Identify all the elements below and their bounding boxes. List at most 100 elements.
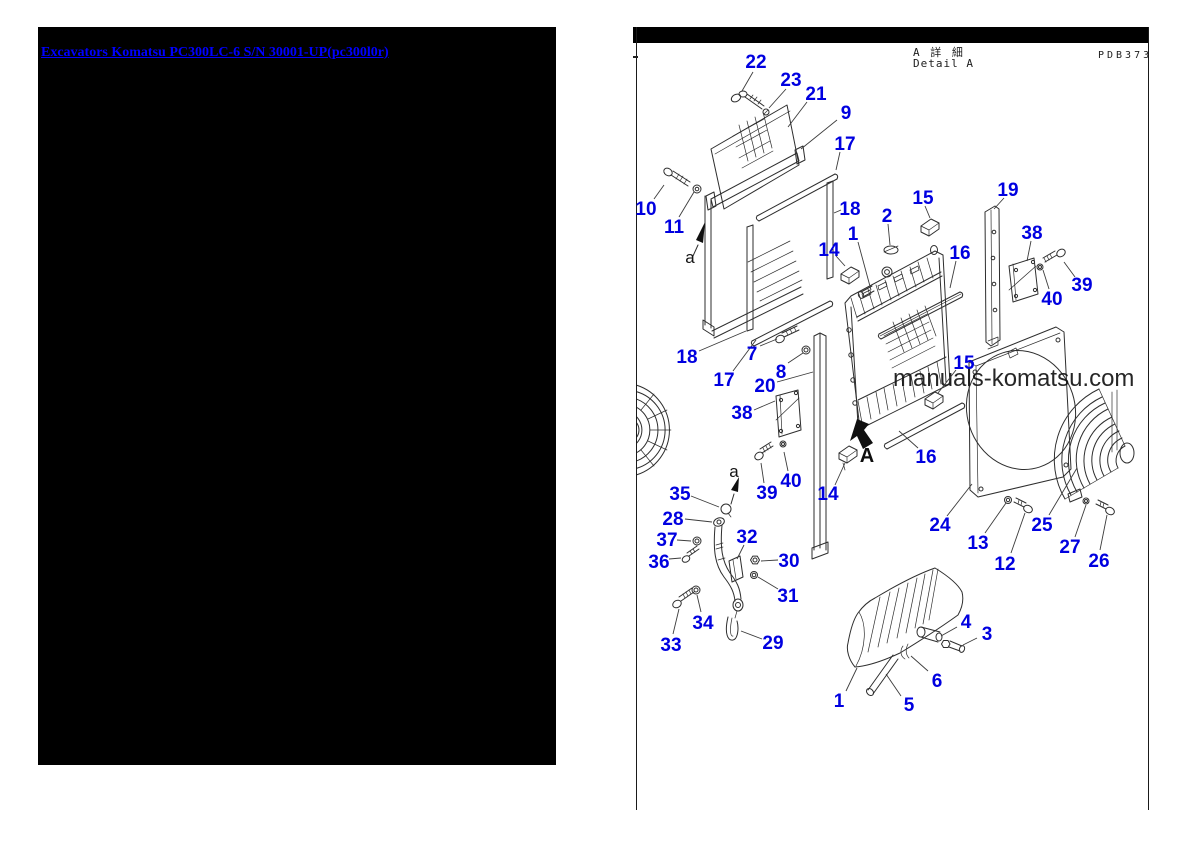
callout-leader-8 [787, 352, 804, 364]
fan-shroud [965, 326, 1077, 514]
callout-leader-29 [740, 630, 763, 640]
callout-33: 33 [660, 635, 681, 656]
callout-26: 26 [1088, 551, 1109, 572]
callout-40: 40 [780, 471, 801, 492]
model-link[interactable]: Excavators Komatsu PC300LC-6 S/N 30001-U… [41, 45, 389, 60]
callout-leader-14 [834, 462, 846, 486]
callout-1: 1 [834, 691, 845, 712]
callout-17: 17 [713, 370, 734, 391]
callout-leader-23 [768, 88, 787, 109]
callout-leader-17 [732, 339, 757, 372]
callout-35: 35 [669, 484, 691, 505]
callout-7: 7 [747, 344, 758, 365]
callout-leader-15 [937, 369, 957, 394]
net-panel-assembly [663, 90, 839, 347]
callout-leader-16 [949, 260, 957, 289]
callout-leader-6 [910, 655, 929, 672]
callout-3: 3 [982, 624, 993, 645]
callout-leader-22 [741, 71, 754, 92]
callout-leader-12 [1010, 512, 1026, 554]
callout-leader-34 [696, 594, 702, 613]
callout-28: 28 [662, 509, 683, 530]
callout-leader-28 [684, 518, 713, 523]
callout-leader-35 [690, 495, 720, 508]
annotation-A: A [860, 445, 874, 467]
detail-title-jp: A 詳 細 [913, 46, 965, 59]
callout-leader-36 [668, 557, 682, 560]
annotation-a: a [685, 248, 695, 267]
callout-leader-39 [1063, 261, 1076, 278]
callout-38: 38 [731, 403, 752, 424]
callout-10: 10 [635, 199, 656, 220]
callout-leader-20 [776, 371, 814, 383]
callout-leader-9 [800, 119, 838, 150]
callout-leader-32 [736, 544, 745, 560]
callout-27: 27 [1059, 537, 1080, 558]
callout-leader-2 [887, 223, 891, 246]
callout-leader-1 [845, 667, 858, 692]
callout-23: 23 [780, 70, 801, 91]
callout-leader-3 [962, 637, 978, 646]
callout-8: 8 [776, 362, 787, 383]
callout-21: 21 [805, 84, 827, 105]
callout-5: 5 [904, 695, 915, 716]
page-top-bar [633, 27, 1149, 43]
callout-leader-18 [698, 330, 747, 352]
overflow-pipe [672, 477, 760, 641]
page-border-right [1148, 27, 1149, 810]
callout-leader-31 [757, 576, 779, 590]
callout-leader-27 [1074, 504, 1087, 538]
callout-leader-15 [924, 205, 931, 219]
callout-38: 38 [1021, 223, 1042, 244]
callout-leader-19 [993, 197, 1005, 210]
callout-leader-37 [676, 539, 692, 542]
support-bars [775, 205, 1039, 560]
callout-25: 25 [1031, 515, 1053, 536]
annotation-a: a [729, 462, 739, 481]
watermark: manuals-komatsu.com [893, 365, 1134, 392]
callout-leader-21 [787, 101, 808, 128]
callout-leader-1 [857, 241, 872, 291]
callout-2: 2 [882, 206, 893, 227]
callout-leader-40 [1042, 269, 1050, 290]
callout-14: 14 [818, 240, 840, 261]
callout-11: 11 [664, 217, 685, 238]
callout-37: 37 [656, 530, 677, 551]
callout-leader-17 [835, 151, 841, 171]
detail-title-en: Detail A [913, 57, 974, 70]
callout-leader-10 [653, 184, 665, 200]
callout-36: 36 [648, 552, 669, 573]
callout-leader-7 [759, 338, 778, 347]
callout-13: 13 [967, 533, 988, 554]
callout-20: 20 [754, 376, 775, 397]
callout-leader-5 [885, 673, 902, 697]
fasteners [754, 248, 1066, 461]
callout-leader-18 [833, 209, 842, 214]
page-code: PDB373 [1098, 50, 1153, 61]
callout-15: 15 [912, 188, 934, 209]
callout-leader-24 [946, 483, 973, 517]
letter-annotations: aaA [685, 248, 874, 481]
page-border-left [636, 27, 637, 810]
callout-40: 40 [1041, 289, 1062, 310]
callout-leader-38 [753, 400, 776, 411]
callout-9: 9 [841, 103, 852, 124]
callout-15: 15 [953, 353, 975, 374]
callout-29: 29 [762, 633, 783, 654]
callout-32: 32 [736, 527, 757, 548]
callout-6: 6 [932, 671, 943, 692]
callout-30: 30 [778, 551, 799, 572]
callout-39: 39 [756, 483, 777, 504]
callout-34: 34 [692, 613, 714, 634]
mount-clips [838, 218, 944, 471]
section-arrow-A [850, 419, 873, 449]
callout-31: 31 [777, 586, 799, 607]
callout-leader-39 [760, 462, 765, 484]
callout-leader-33 [672, 608, 680, 635]
callout-leader-30 [760, 559, 779, 562]
callout-leader-4 [940, 626, 958, 637]
callout-18: 18 [676, 347, 697, 368]
callout-leaders [653, 71, 1108, 697]
